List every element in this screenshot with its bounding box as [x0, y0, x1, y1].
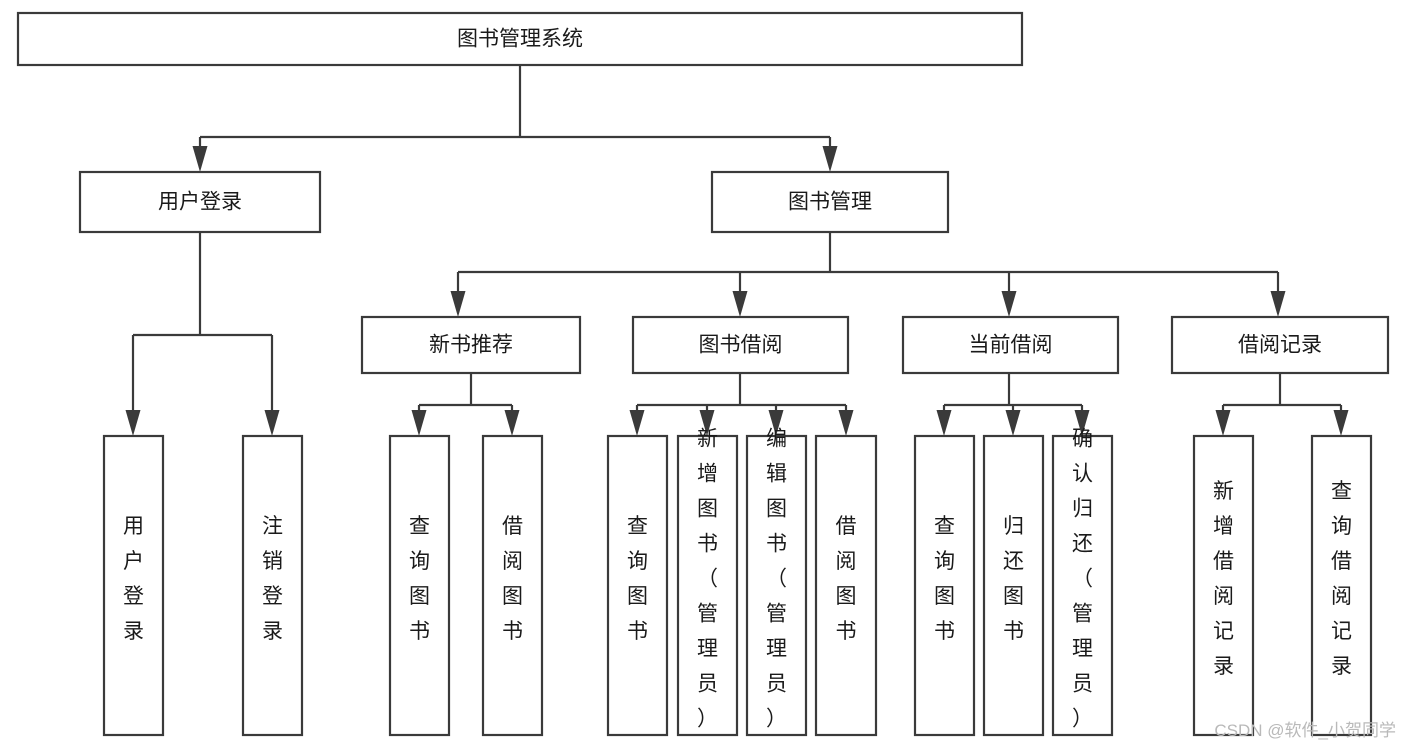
arrow-head-leaf-user-login — [125, 410, 141, 436]
node-label-leaf-confirm-return: 确认归还（管理员） — [1072, 428, 1093, 731]
node-leaf-return-book[interactable]: 归还图书 — [982, 434, 1045, 737]
node-label-leaf-add-record: 新增借阅记录 — [1213, 480, 1234, 678]
node-box-user-login[interactable] — [78, 170, 322, 234]
arrow-head-borrow-record — [1270, 291, 1286, 317]
node-borrow-record[interactable]: 借阅记录 — [1170, 315, 1390, 375]
node-box-leaf-add-book[interactable] — [676, 434, 739, 737]
arrow-head-leaf-edit-book — [768, 410, 784, 436]
node-label-leaf-user-login: 用户登录 — [123, 515, 144, 643]
node-leaf-query-record[interactable]: 查询借阅记录 — [1310, 434, 1373, 737]
node-label-leaf-add-book: 新增图书（管理员） — [697, 428, 718, 731]
arrow-head-leaf-borrow-book-rec — [504, 410, 520, 436]
node-box-book-borrow[interactable] — [631, 315, 850, 375]
connector-layer — [125, 65, 1349, 436]
arrow-head-leaf-logout — [264, 410, 280, 436]
node-label-leaf-borrow-book-rec: 借阅图书 — [502, 515, 523, 643]
node-label-leaf-query-book-rec: 查询图书 — [409, 515, 430, 643]
node-layer: 图书管理系统用户登录图书管理新书推荐图书借阅当前借阅借阅记录用户登录注销登录查询… — [16, 11, 1390, 737]
node-leaf-add-record[interactable]: 新增借阅记录 — [1192, 434, 1255, 737]
arrow-head-leaf-query-record — [1333, 410, 1349, 436]
node-box-root[interactable] — [16, 11, 1024, 67]
node-box-new-book-rec[interactable] — [360, 315, 582, 375]
node-leaf-borrow-book-rec[interactable]: 借阅图书 — [481, 434, 544, 737]
node-label-book-manage: 图书管理 — [788, 191, 872, 214]
node-new-book-rec[interactable]: 新书推荐 — [360, 315, 582, 375]
connector-group-user-login-to-leaves — [125, 232, 280, 436]
connector-group-book-borrow-to-leaves — [629, 373, 854, 436]
node-box-leaf-return-book[interactable] — [982, 434, 1045, 737]
node-root[interactable]: 图书管理系统 — [16, 11, 1024, 67]
connector-group-book-manage-to-level2 — [450, 232, 1286, 317]
node-box-leaf-query-book-borrow[interactable] — [606, 434, 669, 737]
arrow-head-leaf-return-book — [1005, 410, 1021, 436]
node-book-manage[interactable]: 图书管理 — [710, 170, 950, 234]
node-book-borrow[interactable]: 图书借阅 — [631, 315, 850, 375]
node-label-new-book-rec: 新书推荐 — [429, 334, 513, 357]
node-label-leaf-query-record: 查询借阅记录 — [1331, 480, 1352, 678]
node-leaf-query-book-current[interactable]: 查询图书 — [913, 434, 976, 737]
node-label-borrow-record: 借阅记录 — [1238, 334, 1322, 357]
arrow-head-leaf-confirm-return — [1074, 410, 1090, 436]
node-label-book-borrow: 图书借阅 — [699, 334, 783, 357]
node-leaf-query-book-borrow[interactable]: 查询图书 — [606, 434, 669, 737]
arrow-head-leaf-add-book — [699, 410, 715, 436]
node-box-book-manage[interactable] — [710, 170, 950, 234]
node-box-leaf-query-record[interactable] — [1310, 434, 1373, 737]
node-leaf-logout[interactable]: 注销登录 — [241, 434, 304, 737]
arrow-head-new-book-rec — [450, 291, 466, 317]
connector-group-borrow-record-to-leaves — [1215, 373, 1349, 436]
node-leaf-confirm-return[interactable]: 确认归还（管理员） — [1051, 428, 1114, 737]
node-leaf-borrow-book[interactable]: 借阅图书 — [814, 434, 878, 737]
arrow-head-user-login — [192, 146, 208, 172]
node-label-root: 图书管理系统 — [457, 28, 583, 51]
node-leaf-add-book[interactable]: 新增图书（管理员） — [676, 428, 739, 737]
node-box-leaf-query-book-rec[interactable] — [388, 434, 451, 737]
connector-group-root-to-level1 — [192, 65, 838, 172]
arrow-head-book-manage — [822, 146, 838, 172]
node-label-leaf-logout: 注销登录 — [262, 515, 283, 643]
arrow-head-leaf-query-book-current — [936, 410, 952, 436]
arrow-head-current-borrow — [1001, 291, 1017, 317]
node-label-current-borrow: 当前借阅 — [969, 334, 1053, 357]
node-box-leaf-edit-book[interactable] — [745, 434, 808, 737]
connector-group-current-borrow-to-leaves — [936, 373, 1090, 436]
node-box-leaf-query-book-current[interactable] — [913, 434, 976, 737]
arrow-head-leaf-query-book-rec — [411, 410, 427, 436]
node-leaf-edit-book[interactable]: 编辑图书（管理员） — [745, 428, 808, 737]
node-current-borrow[interactable]: 当前借阅 — [901, 315, 1120, 375]
node-box-current-borrow[interactable] — [901, 315, 1120, 375]
node-label-leaf-borrow-book: 借阅图书 — [836, 515, 857, 643]
node-box-borrow-record[interactable] — [1170, 315, 1390, 375]
node-label-leaf-return-book: 归还图书 — [1003, 515, 1024, 643]
node-label-user-login: 用户登录 — [158, 191, 242, 214]
arrow-head-leaf-add-record — [1215, 410, 1231, 436]
node-user-login[interactable]: 用户登录 — [78, 170, 322, 234]
node-box-leaf-logout[interactable] — [241, 434, 304, 737]
node-leaf-query-book-rec[interactable]: 查询图书 — [388, 434, 451, 737]
arrow-head-leaf-query-book-borrow — [629, 410, 645, 436]
node-label-leaf-query-book-borrow: 查询图书 — [627, 515, 648, 643]
node-box-leaf-add-record[interactable] — [1192, 434, 1255, 737]
arrow-head-book-borrow — [732, 291, 748, 317]
node-box-leaf-user-login[interactable] — [102, 434, 165, 737]
node-leaf-user-login[interactable]: 用户登录 — [102, 434, 165, 737]
node-box-leaf-borrow-book[interactable] — [814, 434, 878, 737]
node-label-leaf-edit-book: 编辑图书（管理员） — [766, 428, 787, 731]
node-box-leaf-confirm-return[interactable] — [1051, 434, 1114, 737]
connector-group-new-book-rec-to-leaves — [411, 373, 520, 436]
arrow-head-leaf-borrow-book — [838, 410, 854, 436]
csdn-watermark: CSDN @软件_小贺同学 — [1214, 721, 1396, 740]
node-box-leaf-borrow-book-rec[interactable] — [481, 434, 544, 737]
node-label-leaf-query-book-current: 查询图书 — [934, 515, 955, 643]
